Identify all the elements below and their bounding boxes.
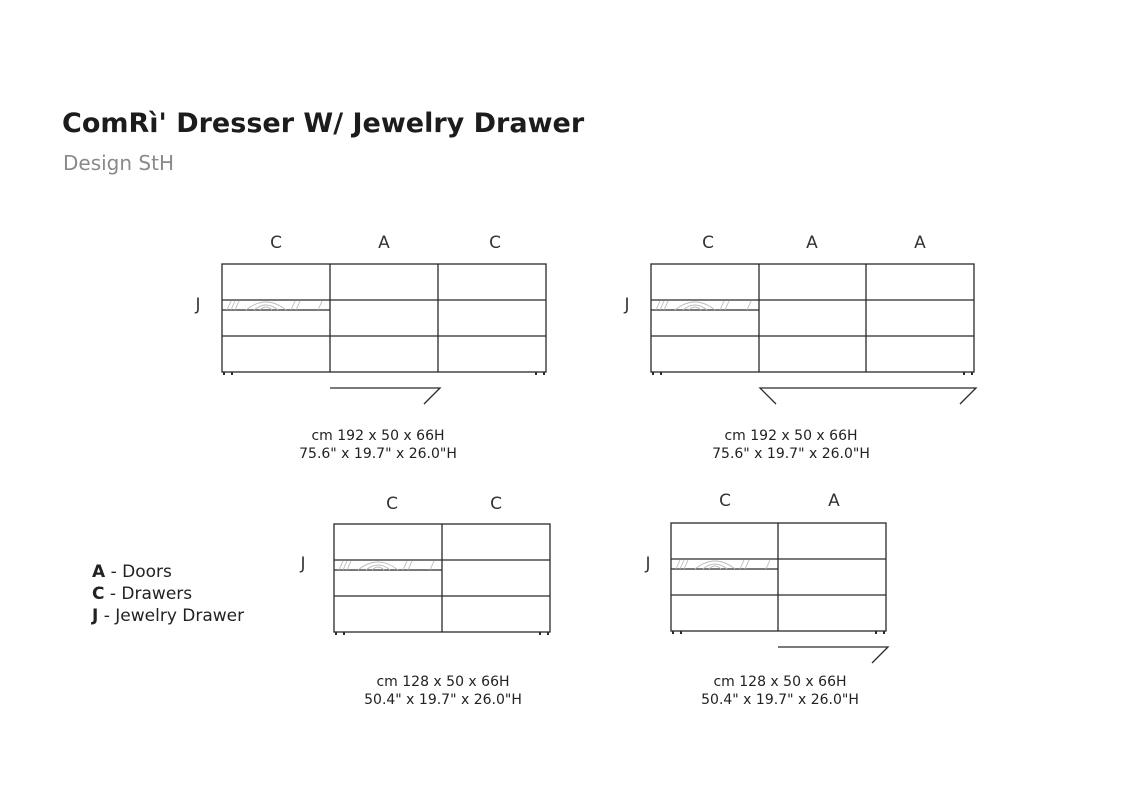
column-label: C bbox=[490, 494, 502, 514]
jewelry-drawer-pattern bbox=[675, 559, 771, 570]
legend-text: - Doors bbox=[105, 562, 172, 582]
jewelry-row-label: J bbox=[299, 554, 305, 574]
column-label: A bbox=[378, 233, 390, 253]
dresser-drawing-3 bbox=[333, 523, 551, 635]
dimension-in: 50.4" x 19.7" x 26.0"H bbox=[364, 692, 522, 708]
legend-code: C bbox=[92, 584, 105, 604]
door-swing-indicator bbox=[330, 387, 442, 405]
dimension-in: 50.4" x 19.7" x 26.0"H bbox=[701, 692, 859, 708]
jewelry-row-label: J bbox=[644, 554, 650, 574]
dresser-drawing-4 bbox=[670, 522, 890, 664]
column-label: C bbox=[386, 494, 398, 514]
jewelry-drawer-pattern bbox=[655, 300, 752, 311]
legend-item-jewelry-drawer: J - Jewelry Drawer bbox=[92, 605, 244, 627]
page-subtitle: Design StH bbox=[63, 151, 174, 175]
jewelry-drawer-pattern bbox=[226, 300, 323, 311]
jewelry-row-label: J bbox=[623, 295, 629, 315]
dimension-cm: cm 128 x 50 x 66H bbox=[376, 674, 509, 690]
door-swing-indicator bbox=[778, 646, 890, 664]
column-label: A bbox=[914, 233, 926, 253]
column-label: C bbox=[719, 491, 731, 511]
column-label: C bbox=[270, 233, 282, 253]
legend-code: J bbox=[92, 606, 99, 626]
column-label: A bbox=[806, 233, 818, 253]
dresser-outline bbox=[650, 263, 975, 373]
column-label: C bbox=[489, 233, 501, 253]
dresser-drawing-1 bbox=[221, 263, 547, 405]
dimension-cm: cm 192 x 50 x 66H bbox=[724, 428, 857, 444]
legend-text: - Drawers bbox=[104, 584, 193, 604]
dimension-in: 75.6" x 19.7" x 26.0"H bbox=[299, 446, 457, 462]
legend-code: A bbox=[92, 562, 106, 582]
legend-text: - Jewelry Drawer bbox=[98, 606, 245, 626]
column-label: C bbox=[702, 233, 714, 253]
legend: A - Doors C - Drawers J - Jewelry Drawer bbox=[92, 561, 244, 627]
legend-item-drawers: C - Drawers bbox=[92, 583, 244, 605]
legend-item-doors: A - Doors bbox=[92, 561, 244, 583]
dimension-cm: cm 128 x 50 x 66H bbox=[713, 674, 846, 690]
dimension-in: 75.6" x 19.7" x 26.0"H bbox=[712, 446, 870, 462]
column-label: A bbox=[828, 491, 840, 511]
page-title: ComRì' Dresser W/ Jewelry Drawer bbox=[62, 108, 585, 139]
jewelry-row-label: J bbox=[194, 295, 200, 315]
dresser-drawing-2 bbox=[650, 263, 978, 405]
dresser-outline bbox=[221, 263, 547, 373]
dimension-cm: cm 192 x 50 x 66H bbox=[311, 428, 444, 444]
jewelry-drawer-pattern bbox=[338, 560, 435, 571]
door-swing-indicator bbox=[758, 387, 978, 405]
